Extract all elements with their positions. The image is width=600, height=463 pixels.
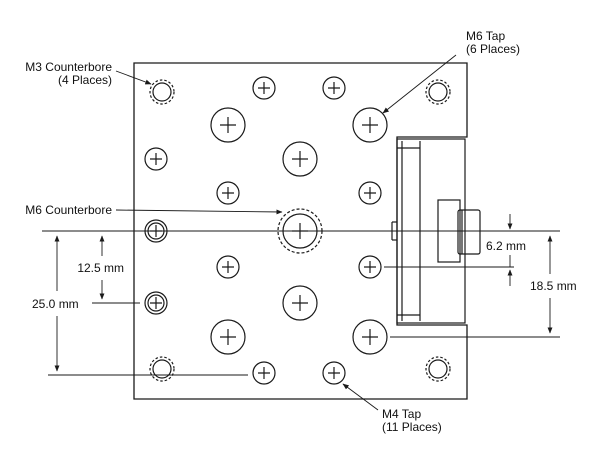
m4-tap-hole bbox=[252, 361, 276, 385]
m3-counterbore-hole bbox=[425, 356, 451, 382]
m4-tap-hole bbox=[358, 255, 382, 279]
m4-tap-hole bbox=[358, 181, 382, 205]
dim-text-12-5mm: 12.5 mm bbox=[77, 261, 124, 275]
label-m4-tap-places: (11 Places) bbox=[382, 420, 442, 434]
dim-text-25mm: 25.0 mm bbox=[32, 297, 79, 311]
extension-lines bbox=[42, 230, 560, 376]
m4-tap-hole bbox=[322, 76, 346, 100]
m6-tap-hole bbox=[282, 141, 318, 177]
m4-tap-hole bbox=[144, 291, 168, 315]
m3-counterbore-hole bbox=[149, 79, 175, 105]
m4-tap-hole bbox=[252, 76, 276, 100]
m3-counterbore-hole bbox=[149, 356, 175, 382]
m4-tap-hole bbox=[144, 147, 168, 171]
m4-tap-hole bbox=[322, 361, 346, 385]
m3-counterbore-hole bbox=[425, 79, 451, 105]
label-m6-tap: M6 Tap bbox=[466, 29, 505, 43]
label-m6-counterbore: M6 Counterbore bbox=[25, 203, 112, 217]
m6-tap-hole bbox=[352, 107, 388, 143]
m6-tap-holes bbox=[210, 107, 388, 355]
dim-text-6-2mm: 6.2 mm bbox=[486, 239, 526, 253]
label-m4-tap: M4 Tap bbox=[382, 407, 421, 421]
dim-text-18-5mm: 18.5 mm bbox=[530, 279, 577, 293]
label-m3-counterbore: M3 Counterbore bbox=[25, 60, 112, 74]
m6-tap-hole bbox=[282, 285, 318, 321]
leader-lines bbox=[115, 54, 457, 411]
m6-tap-hole bbox=[210, 107, 246, 143]
label-m3-counterbore-places: (4 Places) bbox=[58, 73, 112, 87]
m3-counterbore-holes bbox=[149, 79, 451, 382]
m4-tap-hole bbox=[216, 181, 240, 205]
m4-tap-hole bbox=[216, 255, 240, 279]
label-m6-tap-places: (6 Places) bbox=[466, 42, 520, 56]
m6-tap-hole bbox=[352, 319, 388, 355]
m6-tap-hole bbox=[210, 319, 246, 355]
